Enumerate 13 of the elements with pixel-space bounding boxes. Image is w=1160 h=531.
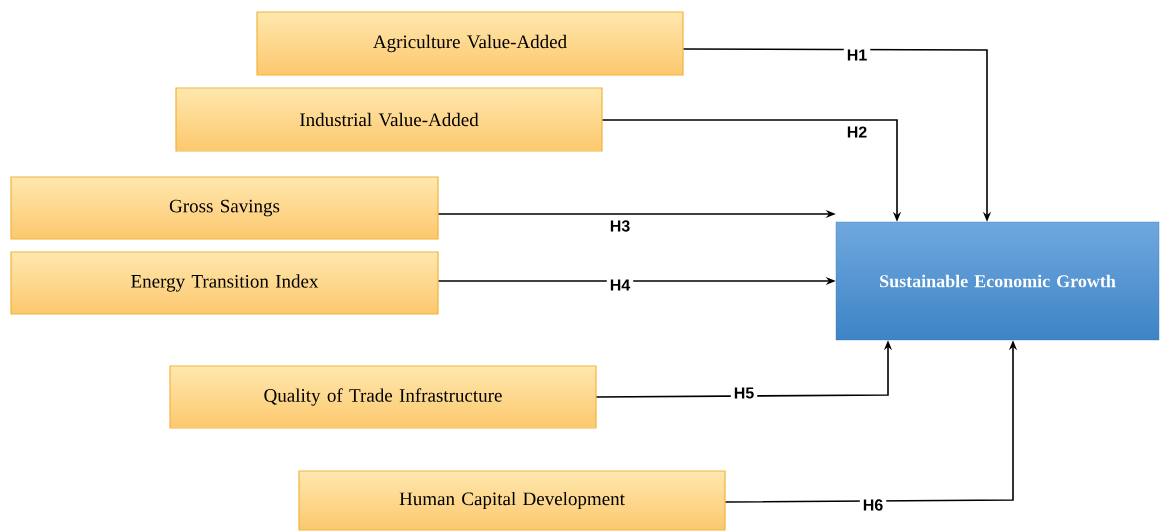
edge-label: H3 <box>606 217 634 235</box>
variable-box: Energy Transition Index <box>10 251 439 315</box>
edge-label: H6 <box>859 496 887 514</box>
variable-box: Human Capital Development <box>298 470 726 531</box>
edge-label: H1 <box>843 46 871 64</box>
variable-box: Industrial Value-Added <box>175 87 603 152</box>
edge-label: H5 <box>730 384 758 402</box>
target-box: Sustainable Economic Growth <box>835 221 1160 341</box>
variable-box: Quality of Trade Infrastructure <box>169 365 597 429</box>
variable-box: Agriculture Value-Added <box>256 11 684 76</box>
edge-label: H4 <box>606 276 634 294</box>
variable-box: Gross Savings <box>10 176 439 240</box>
edge-label: H2 <box>843 123 871 141</box>
